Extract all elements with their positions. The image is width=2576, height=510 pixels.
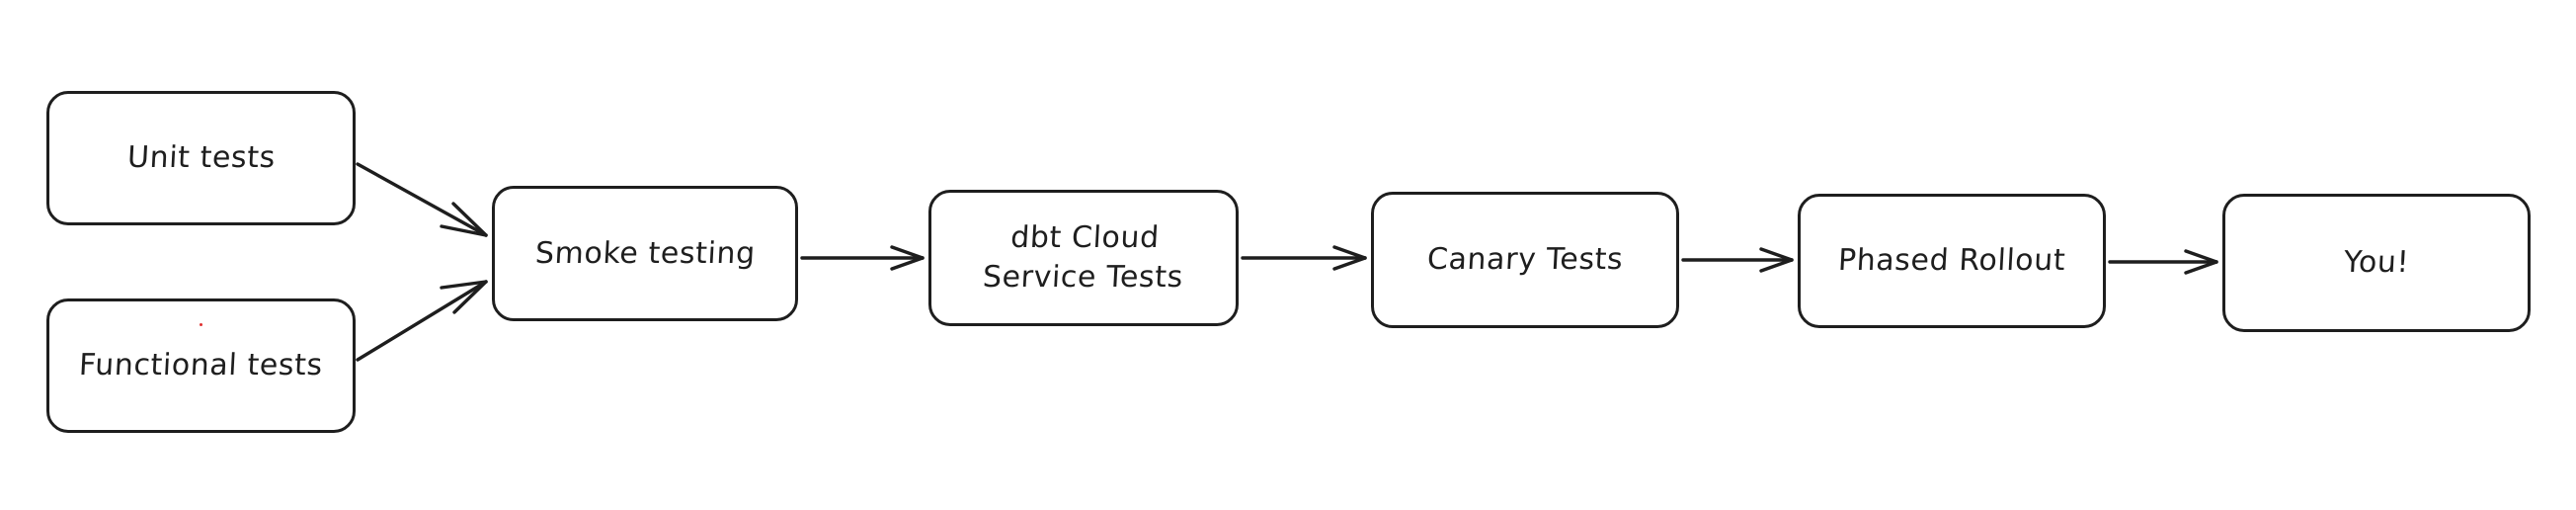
node-unit-tests-label: Unit tests (125, 140, 277, 176)
edge-canary-to-phased (1681, 247, 1794, 273)
node-canary-tests-label: Canary Tests (1425, 242, 1625, 278)
node-canary-tests[interactable]: Canary Tests (1371, 192, 1679, 328)
node-unit-tests[interactable]: Unit tests (46, 91, 356, 225)
node-you[interactable]: You! (2222, 194, 2531, 332)
edge-dbt-to-canary (1241, 245, 1367, 271)
red-speck-marker (200, 323, 202, 326)
node-dbt-cloud-service-tests[interactable]: dbt Cloud Service Tests (928, 190, 1239, 326)
node-functional-tests[interactable]: Functional tests (46, 298, 356, 433)
node-functional-tests-label: Functional tests (78, 348, 324, 383)
node-phased-rollout[interactable]: Phased Rollout (1798, 194, 2106, 328)
node-smoke-testing[interactable]: Smoke testing (492, 186, 798, 321)
edge-smoke-to-dbt (800, 245, 925, 271)
node-smoke-testing-label: Smoke testing (533, 235, 757, 271)
edge-functional-to-smoke (356, 280, 488, 362)
node-phased-rollout-label: Phased Rollout (1836, 243, 2067, 279)
node-dbt-cloud-service-tests-label: dbt Cloud Service Tests (981, 220, 1184, 295)
edge-phased-to-you (2108, 249, 2218, 275)
edge-unit-to-smoke (356, 162, 488, 237)
node-you-label: You! (2343, 245, 2410, 281)
